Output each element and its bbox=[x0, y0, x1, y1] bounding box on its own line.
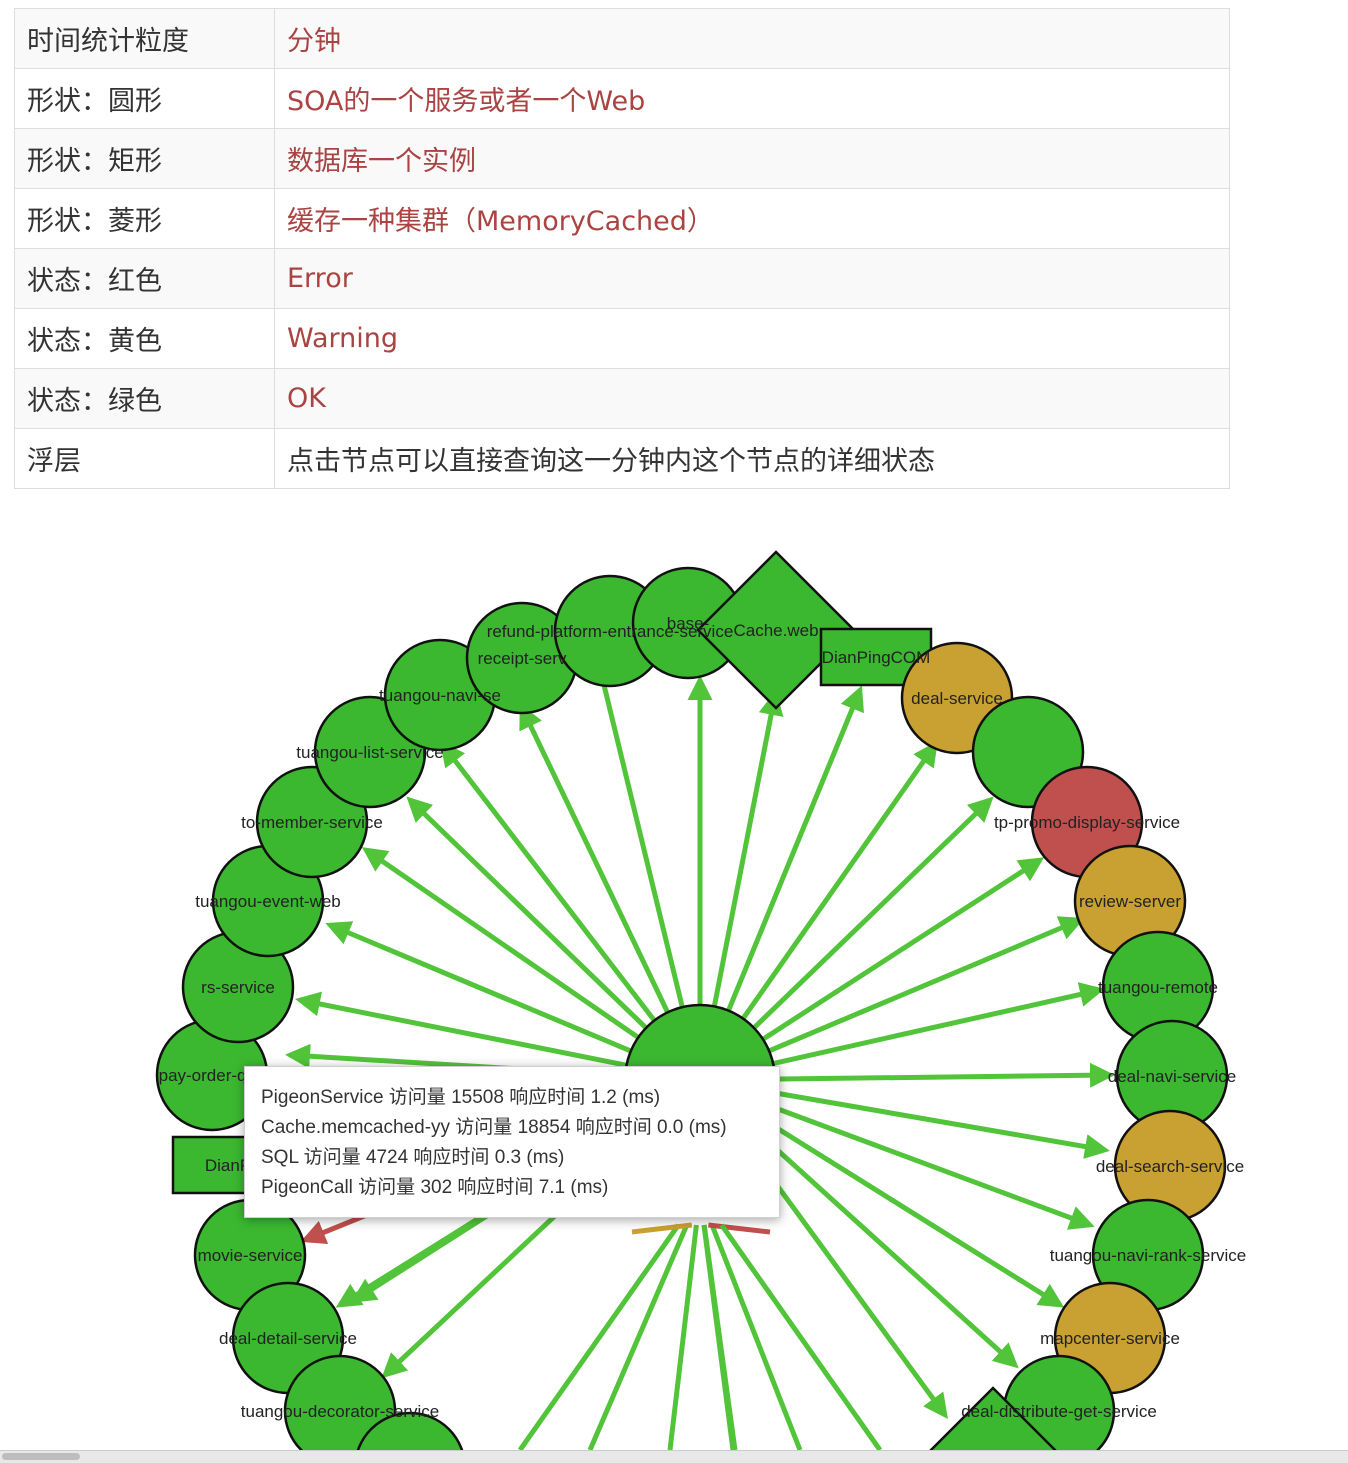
legend-key: 浮层 bbox=[14, 428, 275, 489]
tooltip-line: SQL 访问量 4724 响应时间 0.3 (ms) bbox=[261, 1147, 565, 1168]
graph-node-label: movie-service bbox=[198, 1246, 303, 1265]
graph-node-label: tuangou-event-web bbox=[195, 892, 341, 911]
node-detail-tooltip: PigeonService 访问量 15508 响应时间 1.2 (ms) Ca… bbox=[244, 1066, 780, 1218]
legend-key: 形状：菱形 bbox=[14, 188, 275, 249]
graph-node-diamond[interactable] bbox=[921, 1386, 1065, 1462]
legend-row: 时间统计粒度 分钟 bbox=[14, 8, 1230, 69]
graph-node-label: tuangou-list-service bbox=[296, 743, 443, 762]
graph-node-label: deal-search-service bbox=[1096, 1157, 1244, 1176]
graph-edge bbox=[708, 1222, 771, 1235]
legend-key: 状态：黄色 bbox=[14, 308, 275, 369]
legend-key: 状态：绿色 bbox=[14, 368, 275, 429]
graph-node-label: tuangou-navi-se bbox=[379, 686, 501, 705]
graph-edge bbox=[587, 1224, 690, 1451]
graph-node-label: tuangou-remote bbox=[1098, 978, 1218, 997]
legend-value: 数据库一个实例 bbox=[274, 128, 1230, 189]
graph-edge bbox=[719, 1223, 883, 1452]
graph-edge bbox=[667, 1224, 699, 1451]
graph-node-label: deal-distribute-get-service bbox=[961, 1402, 1157, 1421]
graph-node-label: tp-promo-display-service bbox=[994, 813, 1180, 832]
horizontal-scrollbar[interactable] bbox=[0, 1450, 1348, 1463]
nodes-layer bbox=[155, 550, 1229, 1462]
graph-node-label: review-server bbox=[1079, 892, 1181, 911]
graph-node-label: DianPingCOM bbox=[822, 648, 931, 667]
graph-node-label: deal-navi-service bbox=[1108, 1067, 1237, 1086]
scrollbar-thumb[interactable] bbox=[2, 1453, 80, 1460]
graph-node-label: tuangou-navi-rank-service bbox=[1050, 1246, 1247, 1265]
graph-node-circle[interactable] bbox=[354, 1411, 466, 1462]
graph-edge bbox=[701, 1224, 738, 1451]
graph-node-label: refund-platform-entrance-service bbox=[487, 622, 734, 641]
legend-value: 分钟 bbox=[274, 8, 1230, 69]
graph-edge bbox=[631, 1222, 693, 1235]
graph-node-label: deal-detail-service bbox=[219, 1329, 357, 1348]
legend-row: 浮层 点击节点可以直接查询这一分钟内这个节点的详细状态 bbox=[14, 428, 1230, 489]
graph-node-label: deal-service bbox=[911, 689, 1003, 708]
graph-node-label: tuangou-decorator-service bbox=[241, 1402, 439, 1421]
legend-row: 状态：绿色 OK bbox=[14, 368, 1230, 429]
legend-value: 点击节点可以直接查询这一分钟内这个节点的详细状态 bbox=[274, 428, 1230, 489]
legend-key: 形状：圆形 bbox=[14, 68, 275, 129]
legend-table: 时间统计粒度 分钟 形状：圆形 SOA的一个服务或者一个Web 形状：矩形 数据… bbox=[14, 8, 1230, 489]
graph-node-label: to-member-service bbox=[241, 813, 383, 832]
legend-row: 形状：菱形 缓存一种集群（MemoryCached） bbox=[14, 188, 1230, 249]
graph-edge bbox=[517, 1223, 681, 1452]
legend-key: 时间统计粒度 bbox=[14, 8, 275, 69]
legend-row: 形状：矩形 数据库一个实例 bbox=[14, 128, 1230, 189]
legend-value: Warning bbox=[274, 308, 1230, 369]
legend-value: Error bbox=[274, 248, 1230, 309]
graph-node-label: receipt-serv bbox=[478, 649, 567, 668]
graph-node-diamond[interactable] bbox=[696, 550, 856, 710]
labels-layer: pay-order-que rs-service tuangou-event-web… bbox=[159, 614, 1247, 1421]
tooltip-line: PigeonService 访问量 15508 响应时间 1.2 (ms) bbox=[261, 1087, 661, 1108]
tooltip-line: Cache.memcached-yy 访问量 18854 响应时间 0.0 (m… bbox=[261, 1117, 727, 1138]
graph-node-label: rs-service bbox=[201, 978, 275, 997]
graph-node-label: DianP bbox=[205, 1156, 251, 1175]
graph-edge bbox=[709, 1224, 803, 1451]
graph-node-label: mapcenter-service bbox=[1040, 1329, 1180, 1348]
graph-node-label: Cache.web bbox=[733, 621, 818, 640]
legend-value: OK bbox=[274, 368, 1230, 429]
legend-row: 状态：黄色 Warning bbox=[14, 308, 1230, 369]
tooltip-line: PigeonCall 访问量 302 响应时间 7.1 (ms) bbox=[261, 1177, 609, 1198]
graph-node-label: pay-order-que bbox=[159, 1066, 266, 1085]
graph-node-label: base- bbox=[667, 614, 710, 633]
